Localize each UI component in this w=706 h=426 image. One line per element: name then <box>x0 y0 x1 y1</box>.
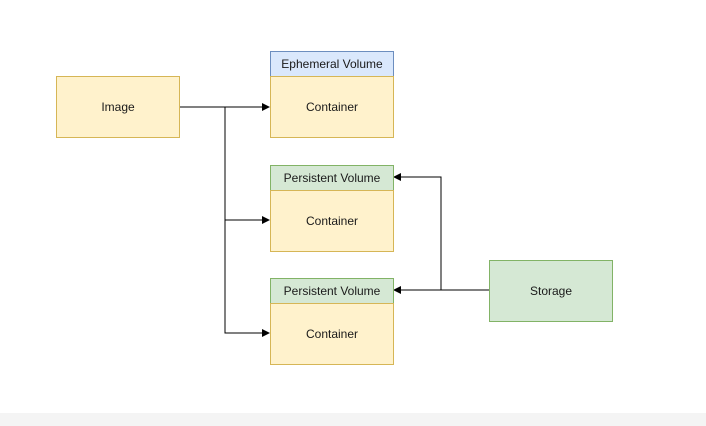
container-label-3: Container <box>305 327 359 341</box>
edge-image-to-container-2 <box>224 107 270 224</box>
persistent-volume-label-2: Persistent Volume <box>283 284 381 298</box>
ephemeral-volume-label: Ephemeral Volume <box>281 57 383 71</box>
persistent-volume-node-2: Persistent Volume <box>270 278 394 304</box>
container-node-2: Container <box>270 190 394 252</box>
container-node-3: Container <box>270 303 394 365</box>
container-label-1: Container <box>305 100 359 114</box>
image-label: Image <box>101 100 135 114</box>
container-label-2: Container <box>305 214 359 228</box>
persistent-volume-node-1: Persistent Volume <box>270 165 394 191</box>
storage-label: Storage <box>529 284 573 298</box>
bottom-strip <box>0 413 706 426</box>
ephemeral-volume-node: Ephemeral Volume <box>270 51 394 77</box>
image-node: Image <box>56 76 180 138</box>
edge-image-to-container-3 <box>224 220 270 337</box>
persistent-volume-label-1: Persistent Volume <box>283 171 381 185</box>
storage-node: Storage <box>489 260 613 322</box>
edge-storage-to-persistent-volume-1 <box>393 173 442 290</box>
container-node-1: Container <box>270 76 394 138</box>
